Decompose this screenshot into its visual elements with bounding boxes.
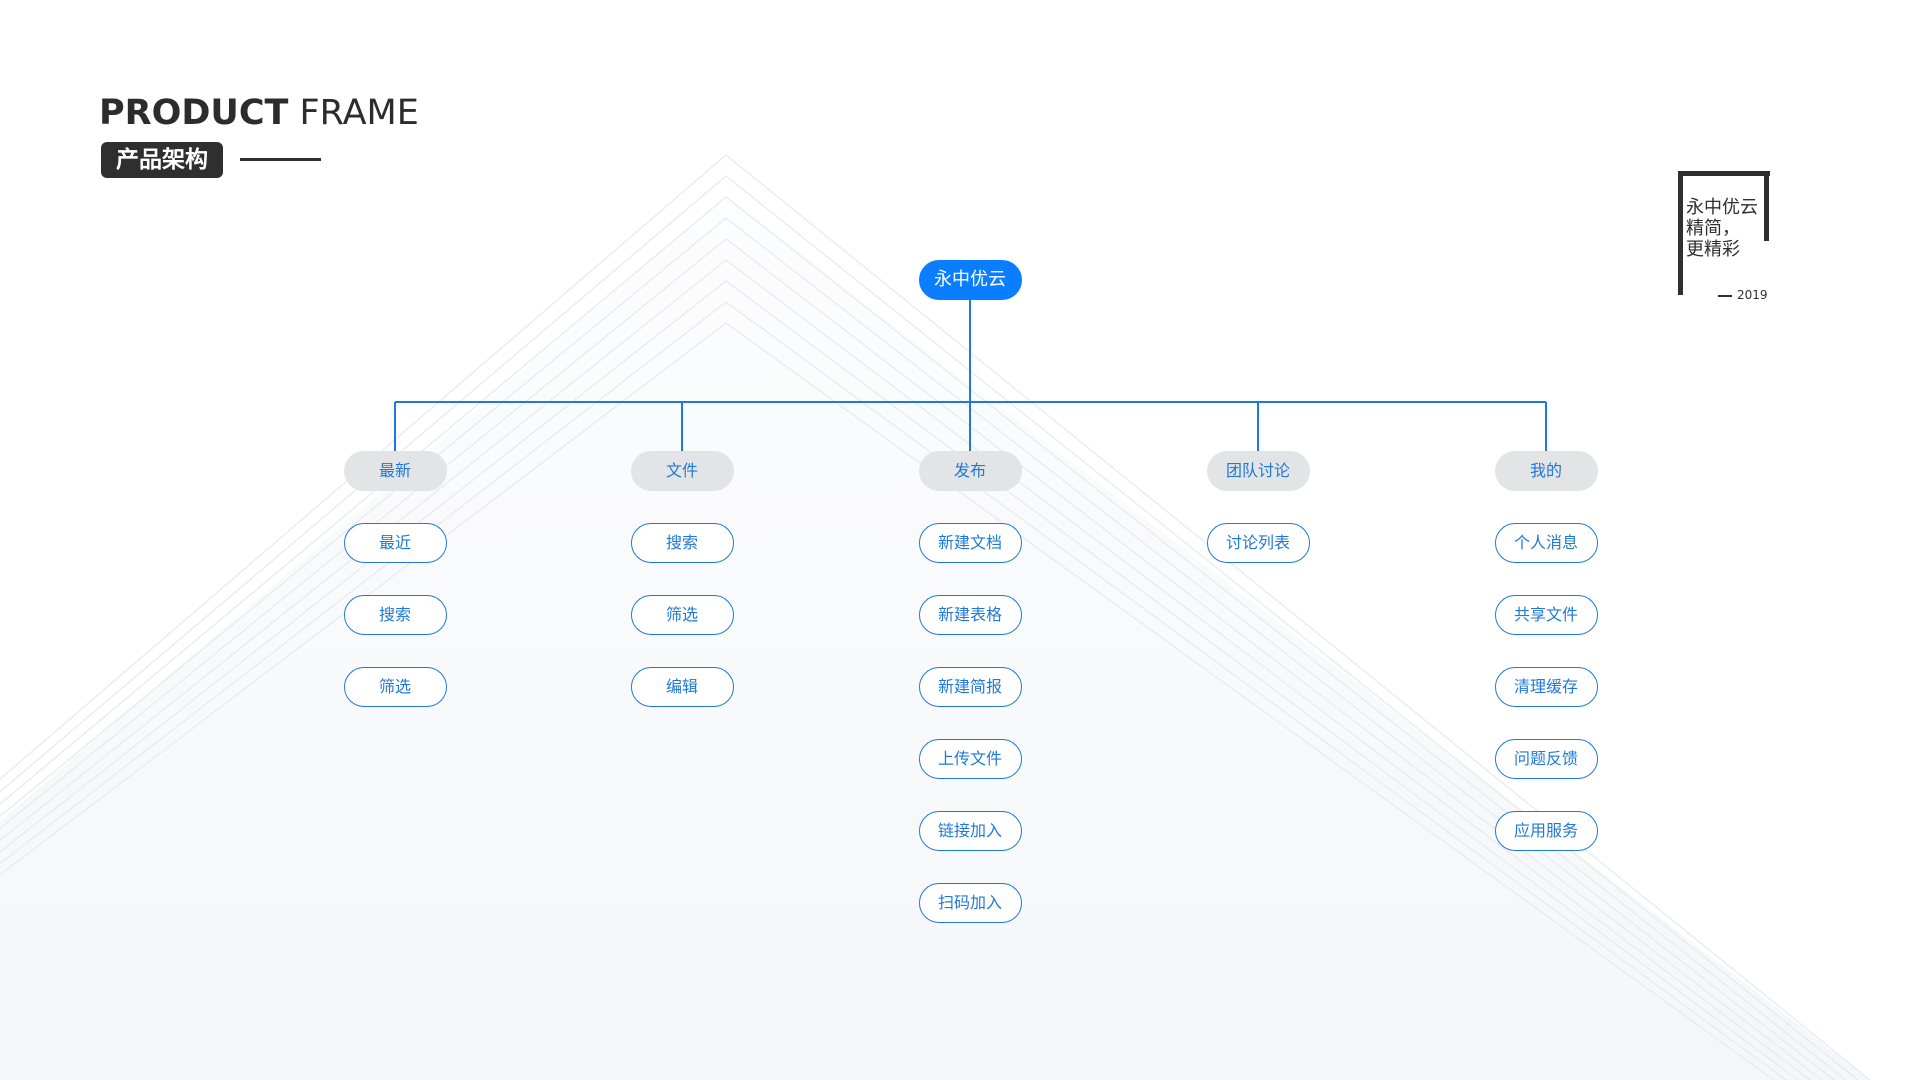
slogan-year-text: 2019 [1737, 288, 1768, 302]
year-dash [1718, 294, 1732, 297]
slogan-line-3: 更精彩 [1686, 239, 1740, 260]
background-line [0, 217, 1835, 1080]
leaf-node[interactable]: 上传文件 [918, 739, 1022, 779]
slogan-frame-right [1764, 171, 1769, 241]
leaf-node[interactable]: 清理缓存 [1494, 667, 1598, 707]
leaf-node[interactable]: 搜索 [343, 595, 447, 635]
page-title-bold: PRODUCT [99, 93, 289, 133]
background-line [0, 301, 1787, 1080]
category-node[interactable]: 我的 [1494, 451, 1598, 491]
leaf-node[interactable]: 新建文档 [918, 523, 1022, 563]
background-line [0, 322, 1775, 1080]
slogan-frame [1678, 171, 1770, 295]
category-node[interactable]: 发布 [918, 451, 1022, 491]
leaf-node[interactable]: 个人消息 [1494, 523, 1598, 563]
leaf-node[interactable]: 链接加入 [918, 811, 1022, 851]
title-underline [240, 158, 321, 161]
leaf-node[interactable]: 筛选 [630, 595, 734, 635]
leaf-node[interactable]: 讨论列表 [1206, 523, 1310, 563]
category-node[interactable]: 最新 [343, 451, 447, 491]
page-title: PRODUCT FRAME [99, 88, 419, 138]
background-line [0, 175, 1859, 1080]
leaf-node[interactable]: 新建简报 [918, 667, 1022, 707]
background-line [0, 259, 1811, 1080]
leaf-node[interactable]: 搜索 [630, 523, 734, 563]
leaf-node[interactable]: 编辑 [630, 667, 734, 707]
leaf-node[interactable]: 应用服务 [1494, 811, 1598, 851]
page-title-light: FRAME [299, 93, 419, 133]
leaf-node[interactable]: 新建表格 [918, 595, 1022, 635]
background-line [0, 238, 1823, 1080]
slogan-line-1: 永中优云 [1686, 197, 1758, 218]
leaf-node[interactable]: 扫码加入 [918, 883, 1022, 923]
slogan-text: 永中优云 精简， 更精彩 [1686, 197, 1786, 260]
leaf-node[interactable]: 筛选 [343, 667, 447, 707]
background-triangle-fill [0, 195, 1870, 1080]
leaf-node[interactable]: 问题反馈 [1494, 739, 1598, 779]
page-subtitle-badge: 产品架构 [101, 142, 223, 178]
leaf-node[interactable]: 最近 [343, 523, 447, 563]
tree-root-node[interactable]: 永中优云 [918, 260, 1022, 300]
background-line [0, 280, 1799, 1080]
category-node[interactable]: 团队讨论 [1206, 451, 1310, 491]
background-line [0, 196, 1847, 1080]
background-line [0, 154, 1871, 1080]
leaf-node[interactable]: 共享文件 [1494, 595, 1598, 635]
category-node[interactable]: 文件 [630, 451, 734, 491]
slogan-year: 2019 [1718, 288, 1768, 302]
slogan-line-2: 精简， [1686, 218, 1740, 239]
